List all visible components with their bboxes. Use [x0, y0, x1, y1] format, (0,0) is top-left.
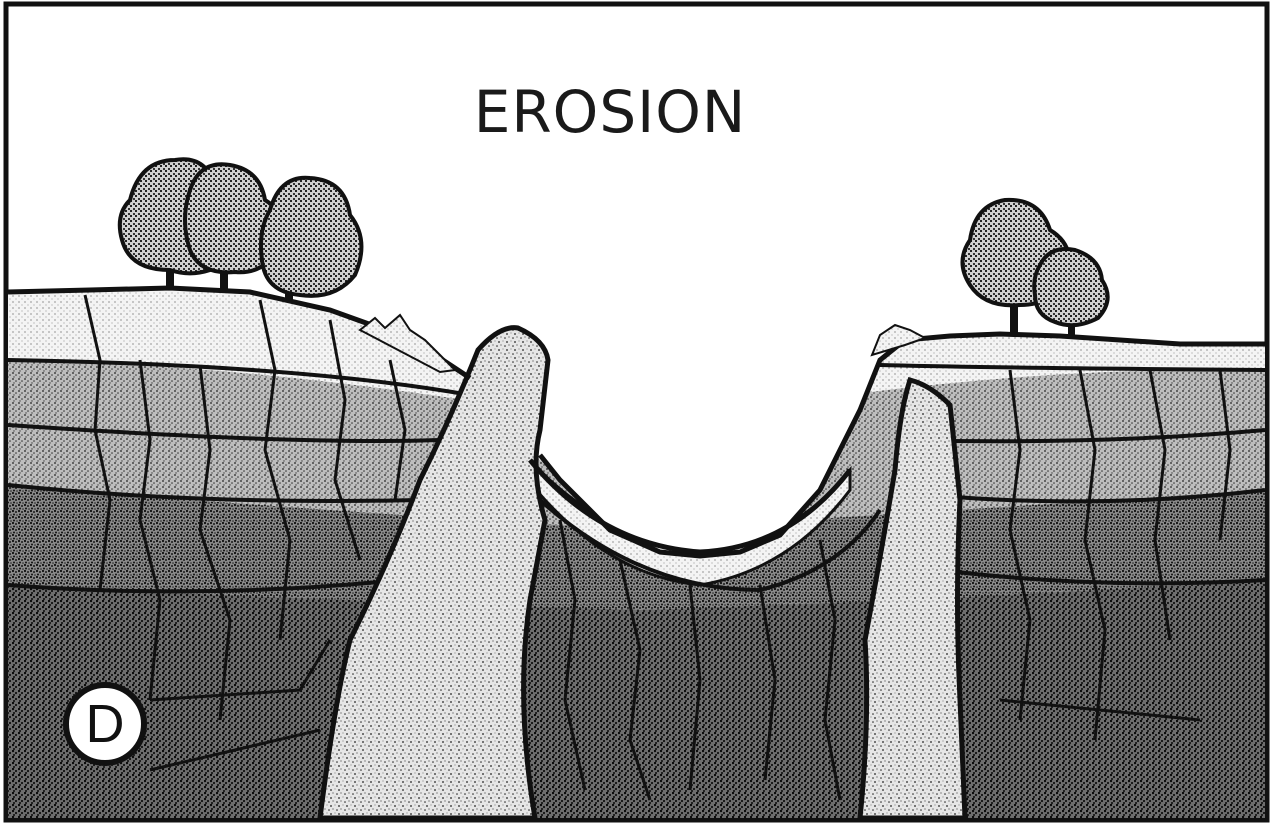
panel-label-badge: D — [63, 682, 147, 766]
diagram-title: EROSION — [0, 78, 1220, 146]
